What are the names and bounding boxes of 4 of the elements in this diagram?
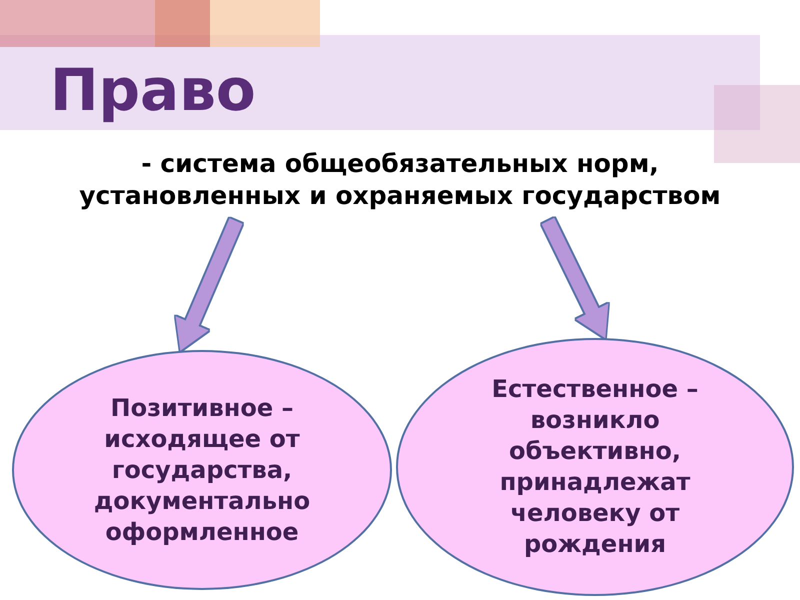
definition-text: - система общеобязательных норм, установленных и охраняемых государством bbox=[50, 148, 750, 212]
title: Право bbox=[50, 55, 256, 126]
node-text: Позитивное – исходящее от государства, документально оформленное bbox=[92, 392, 312, 548]
node-text: Естественное – возникло объективно, принадлежат человеку от рождения bbox=[490, 374, 700, 560]
